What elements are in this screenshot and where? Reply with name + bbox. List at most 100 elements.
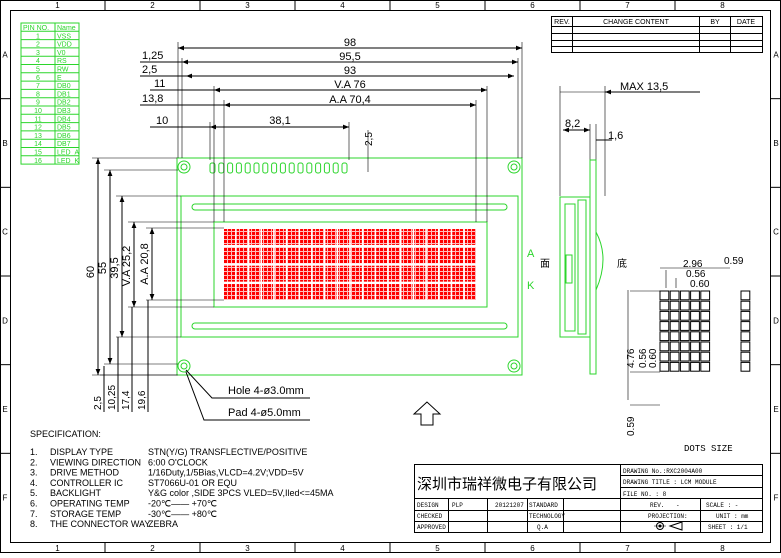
pin-name: DB5 bbox=[57, 125, 71, 132]
char-cell bbox=[426, 247, 438, 264]
dot-0-59: 0.59 bbox=[724, 256, 744, 267]
connector-pad bbox=[244, 162, 251, 174]
char-cell bbox=[287, 229, 299, 245]
dot-cell-next bbox=[740, 351, 751, 362]
char-cell bbox=[224, 284, 236, 300]
dots-title: DOTS SIZE bbox=[684, 444, 733, 454]
row-label-right: A bbox=[773, 50, 779, 59]
pin-name: DB6 bbox=[57, 133, 71, 140]
char-cell bbox=[350, 265, 362, 282]
connector-pad bbox=[341, 162, 348, 174]
char-cell bbox=[338, 229, 350, 245]
pin-number: 12 bbox=[34, 125, 42, 132]
char-cell bbox=[274, 284, 286, 300]
char-cell bbox=[388, 229, 400, 245]
dot-cell-next bbox=[740, 310, 751, 321]
char-cell bbox=[236, 229, 248, 245]
dot-cell bbox=[679, 300, 690, 311]
char-cell bbox=[249, 284, 261, 300]
pin-number: 4 bbox=[36, 58, 40, 65]
inner-frame bbox=[10, 10, 771, 543]
dim-b10-25: 10,25 bbox=[107, 385, 118, 410]
connector-pad bbox=[235, 162, 242, 174]
char-cell bbox=[325, 265, 337, 282]
spec-number: 7. bbox=[30, 509, 38, 519]
dot-0-60: 0.60 bbox=[690, 279, 710, 290]
dot-cell bbox=[679, 321, 690, 331]
spec-key: BACKLIGHT bbox=[50, 488, 102, 498]
char-cell bbox=[414, 229, 426, 245]
dot-cell bbox=[659, 351, 670, 362]
char-cell bbox=[376, 265, 388, 282]
char-cell bbox=[401, 265, 413, 282]
dot-cell bbox=[659, 321, 670, 331]
dim-60: 60 bbox=[85, 266, 97, 278]
mount-hole-br bbox=[507, 359, 521, 373]
char-cell bbox=[439, 265, 451, 282]
row-label-right: F bbox=[774, 494, 779, 503]
dim-va76: V.A 76 bbox=[334, 79, 365, 91]
pin-number: 3 bbox=[36, 50, 40, 57]
spec-key: VIEWING DIRECTION bbox=[50, 457, 141, 467]
pin-no-header: PIN NO. bbox=[23, 25, 49, 32]
char-cell bbox=[464, 247, 476, 264]
char-cell bbox=[262, 284, 274, 300]
dot-cell bbox=[669, 341, 680, 352]
char-cell bbox=[249, 265, 261, 282]
dot-cell bbox=[679, 290, 690, 301]
connector-pad bbox=[262, 162, 269, 174]
char-cell bbox=[464, 229, 476, 245]
char-cell bbox=[236, 247, 248, 264]
character-matrix bbox=[224, 229, 476, 300]
pin-name: DB2 bbox=[57, 100, 71, 107]
dot-v0-59: 0.59 bbox=[626, 416, 637, 436]
spec-number: 1. bbox=[30, 447, 38, 457]
char-cell bbox=[414, 247, 426, 264]
callouts: Hole 4-ø3.0mm Pad 4-ø5.0mm bbox=[185, 369, 442, 426]
pin-number: 1 bbox=[36, 33, 40, 40]
pin-number: 11 bbox=[34, 116, 41, 123]
char-cell bbox=[287, 284, 299, 300]
char-cell bbox=[376, 284, 388, 300]
dot-cell bbox=[690, 310, 700, 321]
col-label-top: 7 bbox=[625, 1, 630, 10]
char-cell bbox=[224, 247, 236, 264]
char-cell bbox=[274, 265, 286, 282]
col-label-top: 6 bbox=[530, 1, 535, 10]
pin-name: DB4 bbox=[57, 116, 71, 123]
spec-number: 8. bbox=[30, 519, 38, 529]
drawing-no: DRAWING No.:RXC2004A00 bbox=[623, 468, 703, 475]
char-cell bbox=[262, 229, 274, 245]
pin-name: DB7 bbox=[57, 141, 71, 148]
char-cell bbox=[388, 265, 400, 282]
char-cell bbox=[414, 284, 426, 300]
col-label-bottom: 3 bbox=[245, 544, 250, 553]
col-label-bottom: 7 bbox=[625, 544, 630, 553]
dot-cell bbox=[669, 290, 680, 301]
connector-pad bbox=[218, 162, 225, 174]
dot-cell-next bbox=[740, 290, 751, 301]
row-label-left: B bbox=[2, 139, 7, 148]
spec-value: -20℃—— +70℃ bbox=[148, 499, 217, 509]
sheet-label: SHEET : 1/1 bbox=[708, 524, 748, 531]
mount-hole-bl bbox=[177, 359, 191, 373]
col-label-bottom: 2 bbox=[150, 544, 155, 553]
char-cell bbox=[287, 247, 299, 264]
char-cell bbox=[363, 247, 375, 264]
dot-cell bbox=[669, 361, 680, 372]
char-cell bbox=[249, 247, 261, 264]
side-pcb bbox=[589, 159, 597, 375]
char-cell bbox=[338, 247, 350, 264]
col-label-top: 8 bbox=[720, 1, 725, 10]
dim-1-25: 1,25 bbox=[142, 50, 163, 62]
char-cell bbox=[312, 247, 324, 264]
title-block: 深圳市瑞祥微电子有限公司 DRAWING No.:RXC2004A00 DRAW… bbox=[414, 464, 763, 533]
spec-key: DISPLAY TYPE bbox=[50, 447, 113, 457]
bezel-bottom-slot bbox=[191, 322, 508, 330]
row-label-right: C bbox=[773, 228, 779, 237]
row-label-left: F bbox=[3, 494, 8, 503]
view-direction-arrow-icon bbox=[412, 401, 442, 426]
dot-cell bbox=[679, 331, 690, 342]
spec-key: DRIVE METHOD bbox=[50, 468, 120, 478]
